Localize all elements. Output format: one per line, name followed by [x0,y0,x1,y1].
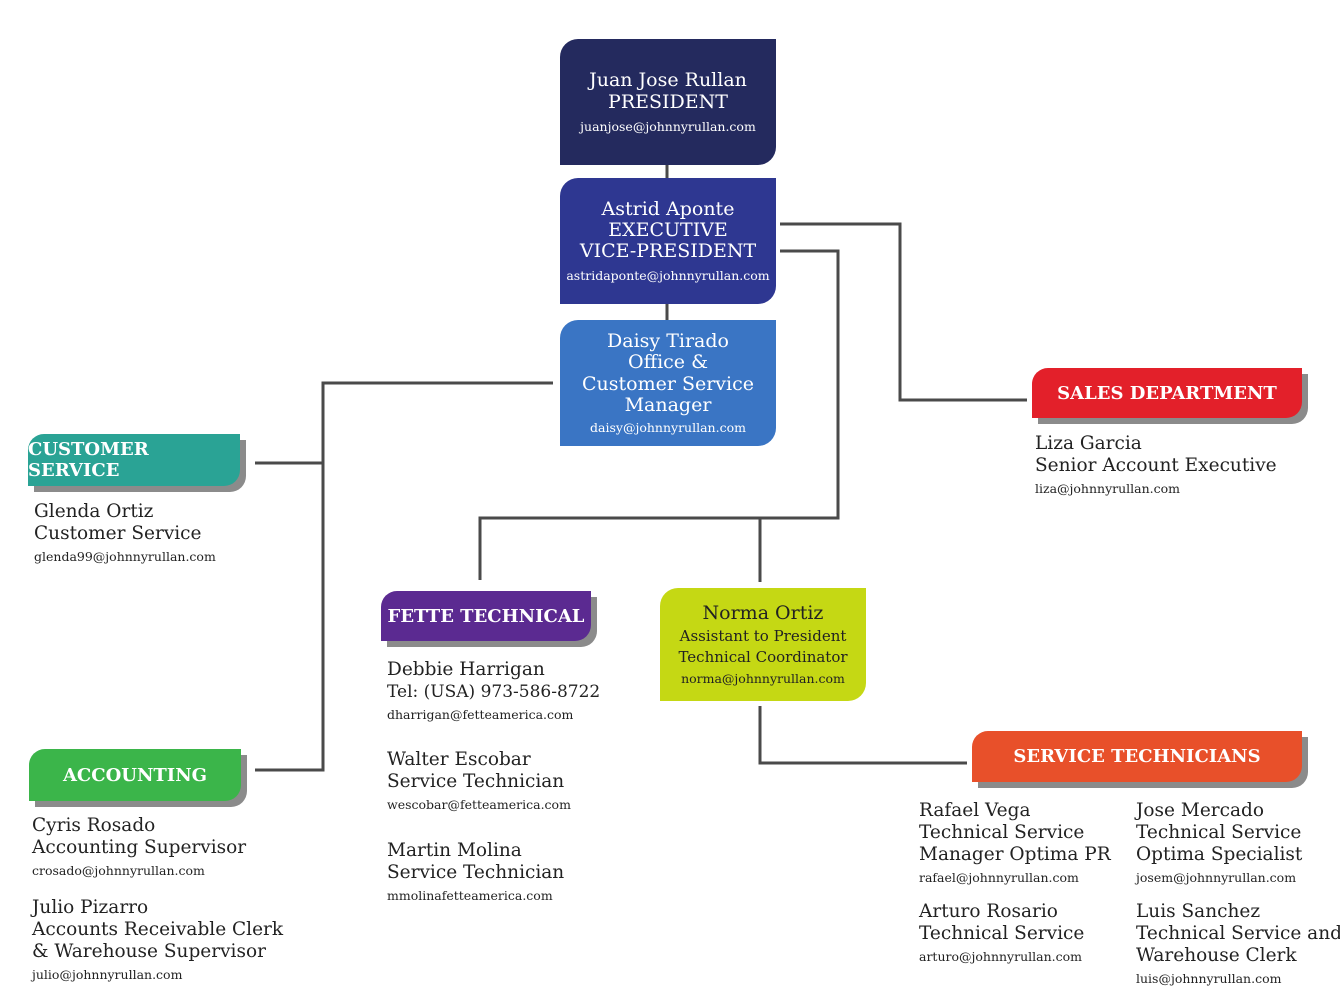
fette-person-1: Debbie Harrigan Tel: (USA) 973-586-8722 … [387,659,600,724]
service-tech-person-1: Rafael Vega Technical Service Manager Op… [919,800,1111,887]
person-name: Walter Escobar [387,749,531,770]
accounting-label: ACCOUNTING [62,764,208,786]
person-email: luis@johnnyrullan.com [1136,971,1282,986]
person-email: glenda99@johnnyrullan.com [34,549,216,564]
service-tech-person-3: Arturo Rosario Technical Service arturo@… [919,901,1084,966]
accounting-person-1: Cyris Rosado Accounting Supervisor crosa… [32,815,246,880]
assistant-name: Norma Ortiz [702,602,824,625]
person-role-2: Warehouse Clerk [1136,945,1297,966]
person-role: Senior Account Executive [1035,455,1277,476]
president-box: Juan Jose Rullan PRESIDENT juanjose@john… [560,39,776,165]
person-phone: Tel: (USA) 973-586-8722 [387,682,601,702]
manager-title-1: Office & [628,351,708,374]
line-evp-fette [478,249,840,580]
president-name: Juan Jose Rullan [589,69,747,92]
person-email: julio@johnnyrullan.com [32,967,183,982]
person-email: crosado@johnnyrullan.com [32,863,205,878]
person-role-1: Accounts Receivable Clerk [32,919,284,940]
person-email: arturo@johnnyrullan.com [919,949,1082,964]
accounting-person-2: Julio Pizarro Accounts Receivable Clerk … [32,897,283,984]
fette-technical-header: FETTE TECHNICAL [381,591,591,641]
fette-person-3: Martin Molina Service Technician mmolina… [387,840,564,905]
person-name: Jose Mercado [1136,800,1264,821]
fette-technical-label: FETTE TECHNICAL [387,605,585,627]
person-name: Cyris Rosado [32,815,156,836]
sales-department-label: SALES DEPARTMENT [1057,382,1277,404]
fette-person-2: Walter Escobar Service Technician wescob… [387,749,571,814]
customer-service-person-1: Glenda Ortiz Customer Service glenda99@j… [34,501,216,566]
service-technicians-label: SERVICE TECHNICIANS [1013,746,1261,767]
service-technicians-header: SERVICE TECHNICIANS [972,731,1302,782]
person-name: Debbie Harrigan [387,659,545,680]
evp-title-2: VICE-PRESIDENT [579,240,757,263]
sales-department-header: SALES DEPARTMENT [1032,368,1302,418]
person-role-1: Technical Service [919,822,1085,843]
person-role: Service Technician [387,862,565,883]
assistant-email: norma@johnnyrullan.com [681,670,845,686]
accounting-header: ACCOUNTING [29,749,241,801]
line-manager-accounting [255,381,553,772]
evp-email: astridaponte@johnnyrullan.com [566,268,770,284]
president-email: juanjose@johnnyrullan.com [580,118,756,134]
assistant-title-2: Technical Coordinator [678,648,848,667]
manager-title-2: Customer Service [581,372,755,395]
person-email: josem@johnnyrullan.com [1136,870,1297,885]
manager-email: daisy@johnnyrullan.com [590,420,746,436]
person-email: rafael@johnnyrullan.com [919,870,1079,885]
service-tech-person-2: Jose Mercado Technical Service Optima Sp… [1136,800,1302,887]
person-name: Glenda Ortiz [34,501,154,522]
assistant-title-1: Assistant to President [679,627,847,646]
person-role-2: & Warehouse Supervisor [32,941,266,962]
customer-service-header: CUSTOMER SERVICE [28,434,240,486]
assistant-box: Norma Ortiz Assistant to President Techn… [660,588,866,701]
person-role: Service Technician [387,771,565,792]
customer-service-label: CUSTOMER SERVICE [28,439,149,481]
person-email: dharrigan@fetteamerica.com [387,707,574,722]
manager-box: Daisy Tirado Office & Customer Service M… [560,320,776,446]
service-tech-person-4: Luis Sanchez Technical Service and Wareh… [1136,901,1340,988]
person-email: liza@johnnyrullan.com [1035,481,1181,496]
person-role: Technical Service [919,923,1085,944]
evp-title-1: EXECUTIVE [608,218,728,241]
line-assistant-service-technicians [758,706,967,765]
person-name: Liza Garcia [1035,433,1142,454]
manager-name: Daisy Tirado [607,329,729,352]
person-name: Rafael Vega [919,800,1031,821]
person-role: Customer Service [34,523,202,544]
line-evp-sales [780,222,1027,402]
person-role: Accounting Supervisor [32,837,247,858]
person-email: mmolinafetteamerica.com [387,888,553,903]
president-title: PRESIDENT [608,90,728,113]
person-role-2: Manager Optima PR [919,844,1111,865]
person-name: Julio Pizarro [32,897,149,918]
sales-person-1: Liza Garcia Senior Account Executive liz… [1035,433,1277,498]
person-role-1: Technical Service [1136,822,1302,843]
manager-title-3: Manager [624,393,712,416]
person-name: Martin Molina [387,840,522,861]
person-name: Arturo Rosario [919,901,1058,922]
person-email: wescobar@fetteamerica.com [387,797,571,812]
evp-box: Astrid Aponte EXECUTIVE VICE-PRESIDENT a… [560,178,776,304]
evp-name: Astrid Aponte [601,197,735,220]
person-name: Luis Sanchez [1136,901,1261,922]
person-role-2: Optima Specialist [1136,844,1303,865]
person-role-1: Technical Service and [1136,923,1340,944]
